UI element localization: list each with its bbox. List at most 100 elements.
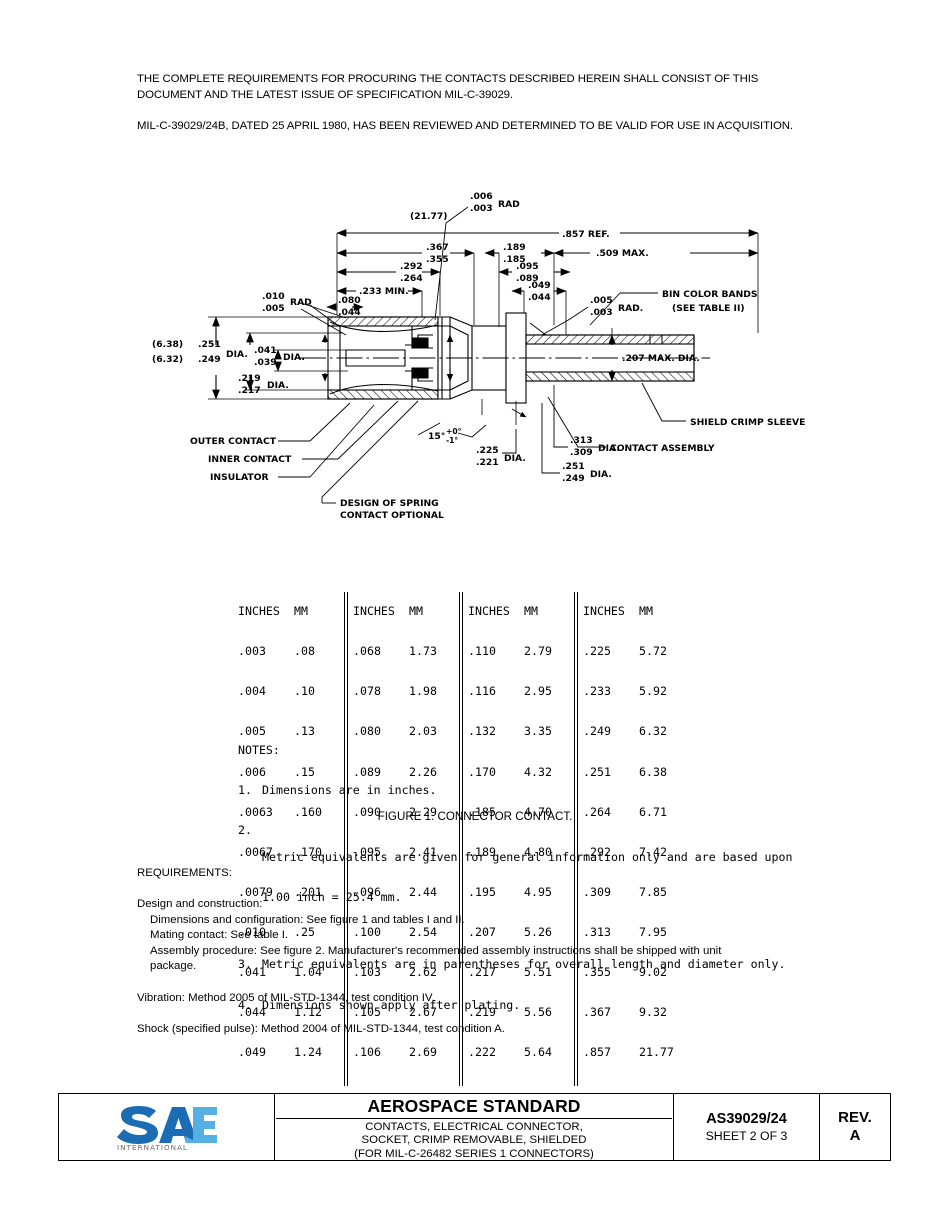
dim-233-min: .233 MIN. bbox=[359, 286, 409, 297]
angle-tol-top: +0° bbox=[446, 427, 462, 436]
col3-in-0: .110 bbox=[468, 644, 496, 659]
col1-mm-10: 1.24 bbox=[294, 1044, 322, 1059]
intro-paragraph-1: THE COMPLETE REQUIREMENTS FOR PROCURING … bbox=[137, 73, 759, 101]
col2-in-9: .105 bbox=[353, 1004, 381, 1019]
dim-367-top: .367 bbox=[426, 242, 449, 253]
requirements-block: REQUIREMENTS: Design and construction: D… bbox=[137, 866, 817, 1037]
design-line-3: Assembly procedure: See figure 2. Manufa… bbox=[150, 944, 722, 957]
col3-mm-3: 4.32 bbox=[524, 764, 552, 779]
dim-041-top: .041 bbox=[254, 345, 277, 356]
rad-010-005-label: RAD bbox=[290, 297, 312, 308]
requirements-spacer-3 bbox=[137, 1006, 817, 1022]
note-3-text: Metric equivalents are in parentheses fo… bbox=[262, 957, 786, 972]
sheet-number: SHEET 2 OF 3 bbox=[705, 1129, 788, 1143]
dia-label-219: DIA. bbox=[267, 380, 289, 391]
col3-mm-7: 5.26 bbox=[524, 924, 552, 939]
logo-letter-s bbox=[116, 1106, 158, 1144]
col2-mm-2: 2.03 bbox=[409, 724, 437, 739]
note-4-text: Dimensions shown apply after plating. bbox=[262, 997, 521, 1012]
col2-mm-5: 2.41 bbox=[409, 844, 437, 859]
col3-in-8: .217 bbox=[468, 964, 496, 979]
paragraph-spacer bbox=[137, 103, 809, 119]
callout-spring-line1: DESIGN OF SPRING bbox=[340, 498, 439, 509]
col4-in-9: .367 bbox=[583, 1004, 611, 1019]
dia-label-225: DIA. bbox=[504, 453, 526, 464]
note-1-text: Dimensions are in inches. bbox=[262, 783, 437, 798]
requirements-spacer-1 bbox=[137, 882, 817, 898]
dia-label-left: DIA. bbox=[226, 349, 248, 360]
col3-in-4: .185 bbox=[468, 804, 496, 819]
col3-mm-4: 4.70 bbox=[524, 804, 552, 819]
col2-in-5: .095 bbox=[353, 844, 381, 859]
col2-header-mm: MM bbox=[409, 604, 423, 619]
conversion-column-4: INCHES .225 .233 .249 .251 .264 .292 .30… bbox=[583, 579, 685, 1086]
col1-in-7: .010 bbox=[238, 924, 266, 939]
col2-in-4: .090 bbox=[353, 804, 381, 819]
shock-requirement: Shock (specified pulse): Method 2004 of … bbox=[137, 1022, 505, 1035]
col4-mm-0: 5.72 bbox=[639, 644, 667, 659]
col1-mm-4: .160 bbox=[294, 804, 322, 819]
col3-in-1: .116 bbox=[468, 684, 496, 699]
rad-010-top: .010 bbox=[262, 291, 285, 302]
revision-label: REV. bbox=[838, 1109, 872, 1126]
col3-header-mm: MM bbox=[524, 604, 538, 619]
col1-header-inches: INCHES bbox=[238, 604, 280, 619]
metric-632: (6.32) bbox=[152, 354, 183, 365]
design-line-2: Mating contact: See table I. bbox=[150, 929, 289, 942]
notes-title: NOTES: bbox=[238, 742, 280, 757]
col4-in-1: .233 bbox=[583, 684, 611, 699]
col4-mm-8: 9.02 bbox=[639, 964, 667, 979]
inch-mm-conversion-table: INCHES .003 .004 .005 .006 .0063 .0067 .… bbox=[238, 552, 685, 1112]
col1-in-10: .049 bbox=[238, 1044, 266, 1059]
rad-005-003-label: RAD. bbox=[618, 303, 643, 314]
note-1-number: 1. bbox=[238, 783, 252, 798]
dim-207-max-dia: .207 MAX. DIA. bbox=[622, 353, 700, 364]
revision-cell: REV. A bbox=[820, 1094, 890, 1160]
callout-insulator: INSULATOR bbox=[210, 472, 269, 483]
col2-in-2: .080 bbox=[353, 724, 381, 739]
dim-309-bot: .309 bbox=[570, 447, 593, 458]
col4-in-7: .313 bbox=[583, 924, 611, 939]
dim-249-left-bot: .249 bbox=[198, 354, 221, 365]
document-subtitle: CONTACTS, ELECTRICAL CONNECTOR, SOCKET, … bbox=[275, 1119, 673, 1161]
col3-in-3: .170 bbox=[468, 764, 496, 779]
col1-in-6: .0079 bbox=[238, 884, 273, 899]
revision-value: A bbox=[849, 1127, 861, 1144]
dim-355-bot: .355 bbox=[426, 254, 449, 265]
col2-mm-1: 1.98 bbox=[409, 684, 437, 699]
col1-header-mm: MM bbox=[294, 604, 308, 619]
conversion-column-1: INCHES .003 .004 .005 .006 .0063 .0067 .… bbox=[238, 579, 340, 1086]
col3-mm-5: 4.80 bbox=[524, 844, 552, 859]
col4-mm-4: 6.71 bbox=[639, 804, 667, 819]
col3-in-10: .222 bbox=[468, 1044, 496, 1059]
col4-header-mm: MM bbox=[639, 604, 653, 619]
subtitle-line-2: SOCKET, CRIMP REMOVABLE, SHIELDED bbox=[361, 1134, 587, 1147]
dim-219-top: .219 bbox=[238, 373, 261, 384]
requirements-spacer-2 bbox=[137, 975, 817, 991]
dia-label-313: DIA. bbox=[598, 443, 620, 454]
vibration-requirement: Vibration: Method 2005 of MIL-STD-1344, … bbox=[137, 991, 435, 1004]
col4-in-10: .857 bbox=[583, 1044, 611, 1059]
angle-value: 15° bbox=[428, 431, 445, 442]
note-2-line-1: Metric equivalents are given for general… bbox=[262, 850, 793, 865]
logo-a-accent bbox=[184, 1136, 198, 1143]
figure-caption: FIGURE 1. CONNECTOR CONTACT. bbox=[377, 810, 573, 823]
title-block-center: AEROSPACE STANDARD CONTACTS, ELECTRICAL … bbox=[275, 1094, 674, 1160]
col1-in-3: .006 bbox=[238, 764, 266, 779]
rad-003-bot: .003 bbox=[470, 203, 493, 214]
design-construction-heading: Design and construction: bbox=[137, 898, 263, 911]
col3-in-2: .132 bbox=[468, 724, 496, 739]
col3-in-7: .207 bbox=[468, 924, 496, 939]
col2-mm-10: 2.69 bbox=[409, 1044, 437, 1059]
conversion-column-2: INCHES .068 .078 .080 .089 .090 .095 .09… bbox=[353, 579, 455, 1086]
col4-in-6: .309 bbox=[583, 884, 611, 899]
col1-in-9: .044 bbox=[238, 1004, 266, 1019]
note-2-text: Metric equivalents are given for general… bbox=[262, 824, 792, 931]
col4-in-2: .249 bbox=[583, 724, 611, 739]
logo-letter-a-counter bbox=[174, 1118, 182, 1129]
col2-mm-3: 2.26 bbox=[409, 764, 437, 779]
col2-in-1: .078 bbox=[353, 684, 381, 699]
col2-in-6: .096 bbox=[353, 884, 381, 899]
dim-044b-bot: .044 bbox=[338, 307, 361, 318]
col1-mm-1: .10 bbox=[294, 684, 315, 699]
